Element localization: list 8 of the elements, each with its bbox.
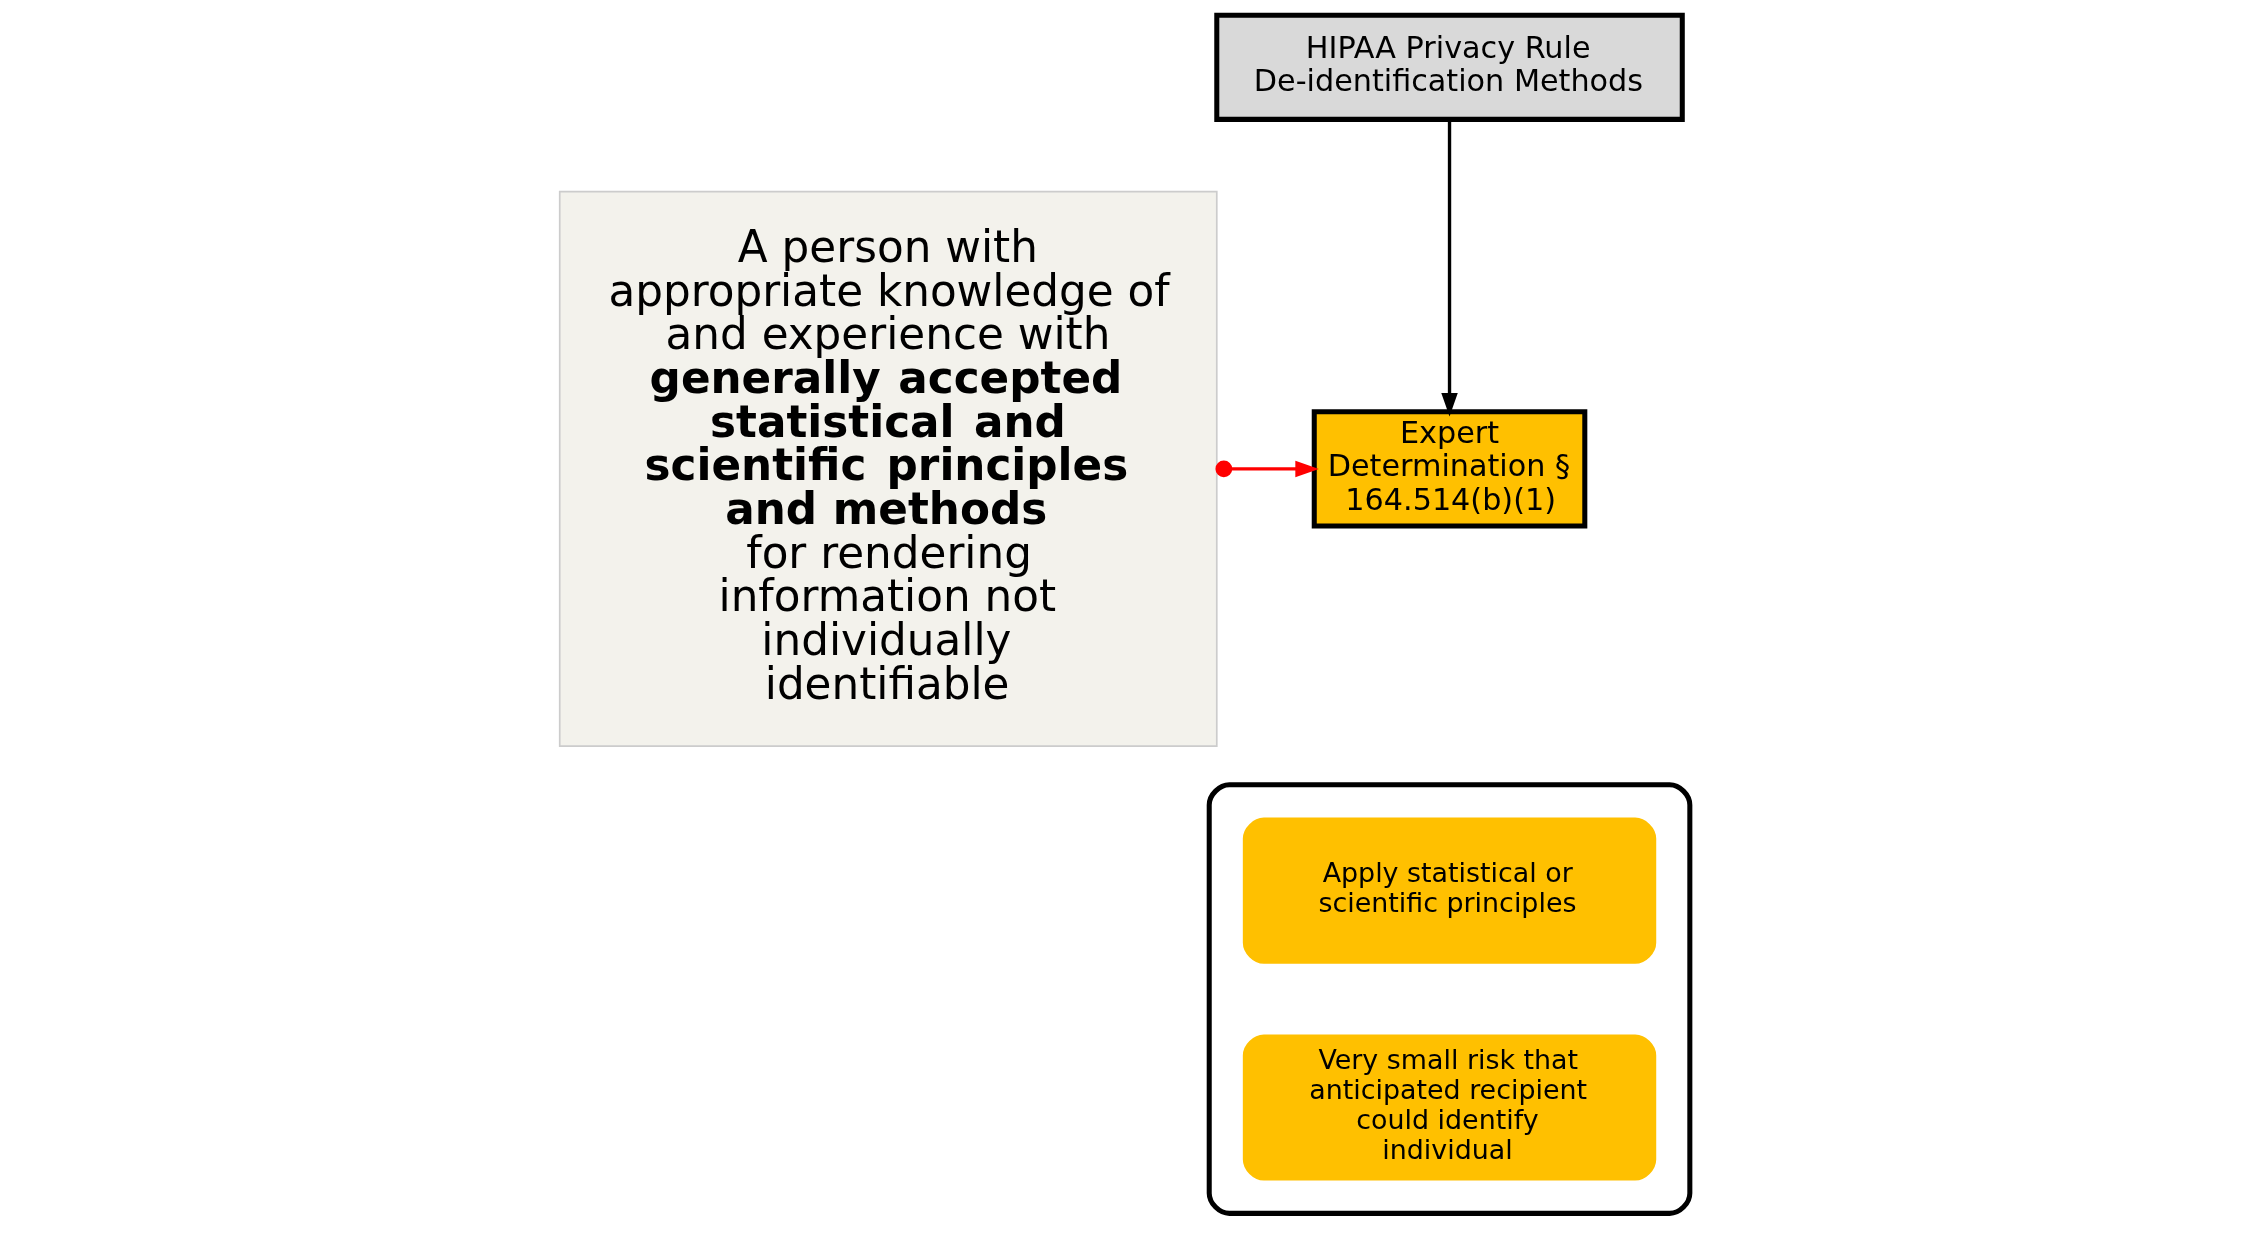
node-box: Expert Determination § 164.514(b)(1) [1311,409,1588,529]
cluster [1206,782,1693,1216]
node-box: Apply statistical or scientific principles [1242,817,1657,964]
node-box: HIPAA Privacy Rule De-identification Methods [1214,12,1685,122]
node-box: A person with appropriate knowledge of and experience with generally accepted statistical and scientific principles and methods for rendering information not individually identifiable [558,190,1218,748]
node-box: Very small risk that anticipated recipient could identify individual [1242,1034,1657,1181]
arrow [1441,119,1458,417]
arrow [1215,460,1319,478]
